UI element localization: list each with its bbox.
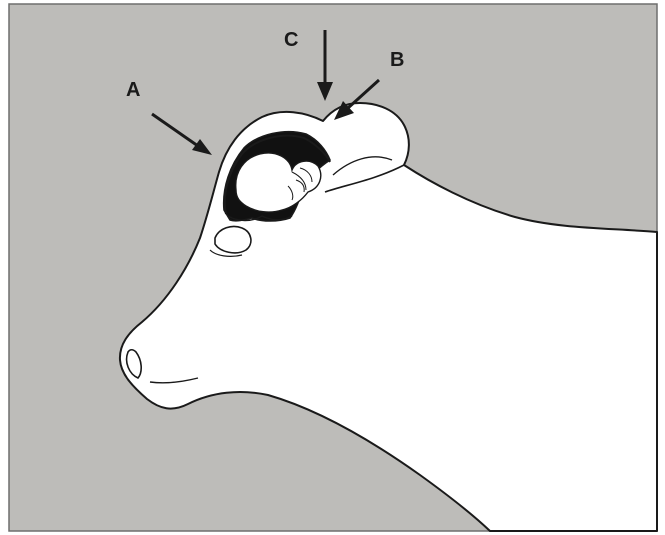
label-a: A bbox=[126, 79, 140, 101]
label-b: B bbox=[390, 49, 404, 71]
label-c: C bbox=[284, 29, 298, 51]
